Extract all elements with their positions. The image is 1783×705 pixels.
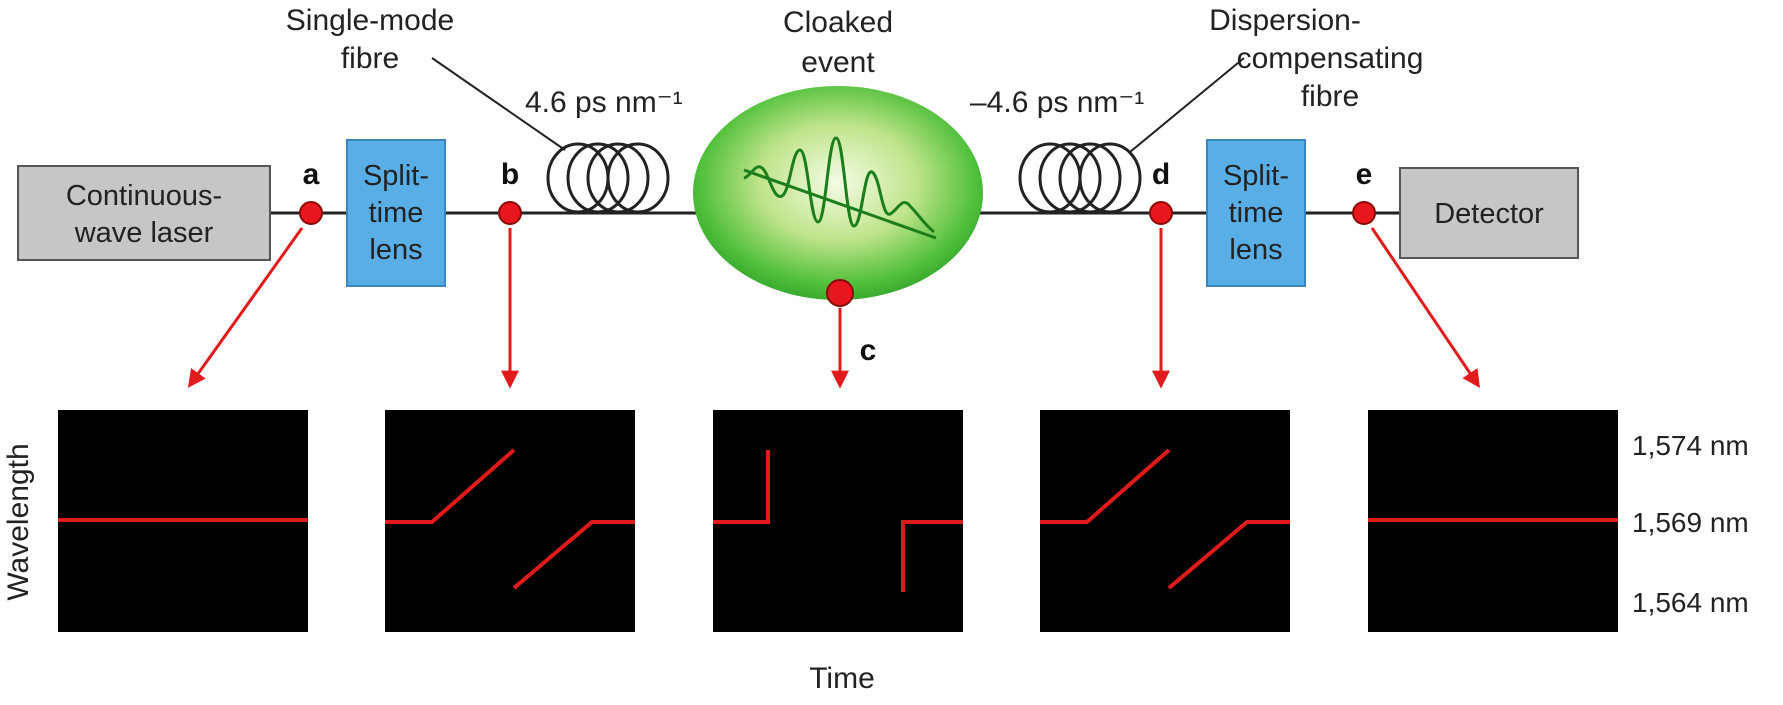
panel-c-trace-left: [713, 450, 770, 524]
smf-label-line1: Single-mode: [286, 4, 454, 37]
dcf-label-line1: Dispersion-: [1209, 4, 1361, 37]
panel-d-trace-lower: [1167, 520, 1290, 590]
tick-label-1569: 1,569 nm: [1632, 507, 1749, 538]
laser-label-line2: wave laser: [74, 217, 214, 249]
point-label-e: e: [1356, 158, 1373, 191]
point-label-d: d: [1152, 158, 1170, 191]
point-label-a: a: [303, 158, 320, 191]
cloak-label-line2: event: [801, 46, 875, 79]
cloaked-event: [693, 86, 983, 300]
smf-leader-line: [431, 57, 566, 151]
split-lens-left-line3: lens: [369, 234, 422, 266]
wave-axis: [743, 168, 937, 240]
panel-c: [713, 410, 963, 632]
panel-a: [58, 410, 308, 632]
dcf-label-line3: fibre: [1301, 80, 1359, 113]
red-arrow-icon-e: [1370, 227, 1481, 388]
wave-packet-icon: [743, 136, 935, 234]
cloak-label-line1: Cloaked: [783, 6, 893, 39]
smf-label-line2: fibre: [341, 42, 399, 75]
x-axis-label: Time: [809, 662, 875, 695]
panel-e: [1368, 410, 1618, 632]
panel-d-trace-upper: [1040, 448, 1171, 524]
smf-coil-icon: [546, 142, 670, 214]
detector-label: Detector: [1434, 198, 1544, 230]
split-time-lens-left: Split- time lens: [346, 139, 446, 287]
laser-box: Continuous- wave laser: [17, 165, 271, 261]
panel-b-trace-lower: [512, 520, 635, 590]
dcf-coil-icon: [1018, 142, 1142, 214]
panel-b-trace-upper: [385, 448, 516, 524]
panel-c-trace-right: [901, 520, 963, 592]
panel-b: [385, 410, 635, 632]
split-time-lens-right: Split- time lens: [1206, 139, 1306, 287]
dcf-label-line2: compensating: [1237, 42, 1424, 75]
red-arrow-icon-a: [187, 227, 304, 388]
point-label-b: b: [501, 158, 519, 191]
probe-point-a: [299, 201, 323, 225]
probe-point-e: [1352, 201, 1376, 225]
dcf-dispersion-label: –4.6 ps nm⁻¹: [970, 86, 1144, 119]
split-lens-left-line1: Split-: [363, 160, 429, 192]
detector-box: Detector: [1399, 167, 1579, 259]
panel-d: [1040, 410, 1290, 632]
split-lens-right-line3: lens: [1229, 234, 1282, 266]
probe-point-c: [826, 279, 854, 307]
probe-point-d: [1149, 201, 1173, 225]
tick-label-1564: 1,564 nm: [1632, 587, 1749, 618]
tick-label-1574: 1,574 nm: [1632, 430, 1749, 461]
split-lens-right-line2: time: [1229, 197, 1284, 229]
point-label-c: c: [860, 334, 877, 367]
split-lens-left-line2: time: [369, 197, 424, 229]
dcf-leader-line: [1129, 57, 1245, 153]
laser-label-line1: Continuous-: [66, 180, 222, 212]
y-axis-label: Wavelength: [2, 443, 35, 600]
probe-point-b: [498, 201, 522, 225]
smf-dispersion-label: 4.6 ps nm⁻¹: [525, 86, 683, 119]
split-lens-right-line1: Split-: [1223, 160, 1289, 192]
